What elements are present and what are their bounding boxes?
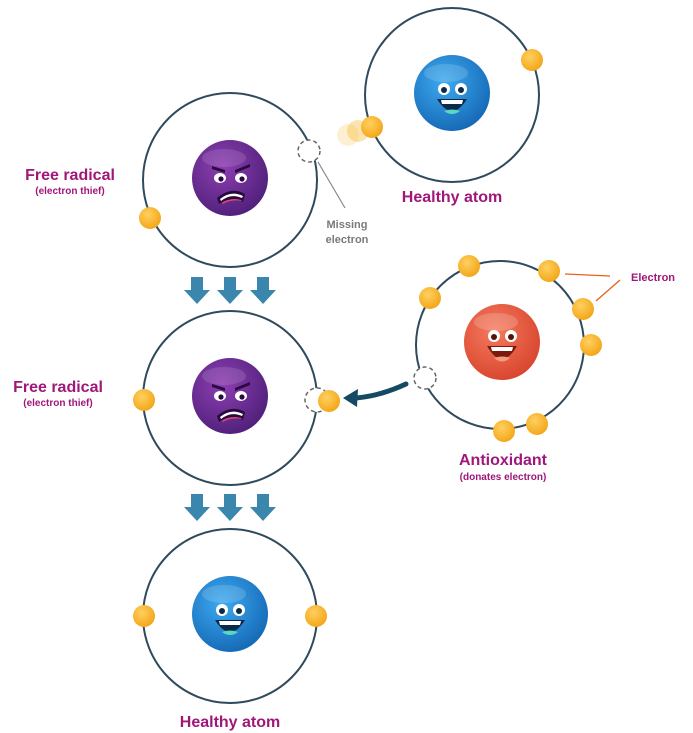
electron (133, 389, 155, 411)
healthy-atom-bottom-label: Healthy atom (180, 714, 280, 731)
free-radical-middle-subtitle: (electron thief) (23, 398, 92, 409)
electron-motion-trail (337, 124, 359, 146)
down-arrows-1 (184, 277, 276, 304)
angry-purple-atom-face-icon (192, 140, 268, 216)
electron (133, 605, 155, 627)
happy-blue-atom-face-icon (414, 55, 490, 131)
electron-label: Electron (631, 272, 675, 284)
electron (538, 260, 560, 282)
electron (419, 287, 441, 309)
angry-purple-atom-face-icon (192, 358, 268, 434)
missing-electron-label-line1: Missing (327, 219, 368, 231)
orbit-ring (364, 7, 540, 183)
antioxidant-atom: Antioxidant (donates electron) Electron (413, 255, 675, 483)
electron (526, 413, 548, 435)
missing-electron-label-line2: electron (326, 234, 369, 246)
electron (493, 420, 515, 442)
donation-arrow (343, 381, 409, 407)
down-arrow-icon (184, 494, 210, 521)
missing-electron-pointer (317, 161, 346, 209)
down-arrow-icon (184, 277, 210, 304)
happy-red-atom-face-icon (464, 304, 540, 380)
healthy-atom-top-label: Healthy atom (402, 189, 502, 206)
electron-received (318, 390, 340, 412)
electron (305, 605, 327, 627)
free-radical-middle-title: Free radical (13, 379, 103, 396)
healthy-atom-top: Healthy atom (337, 7, 543, 206)
electron (139, 207, 161, 229)
happy-blue-atom-face-icon (192, 576, 268, 652)
down-arrow-icon (217, 494, 243, 521)
electron (580, 334, 602, 356)
orbit-ring (142, 92, 318, 268)
electron (521, 49, 543, 71)
free-radical-top: Missing electron Free radical (electron … (25, 92, 369, 268)
antioxidant-subtitle: (donates electron) (460, 472, 547, 483)
missing-electron-slot (297, 139, 321, 163)
electron (458, 255, 480, 277)
electron (572, 298, 594, 320)
free-radical-middle: Free radical (electron thief) (13, 310, 340, 486)
down-arrows-2 (184, 494, 276, 521)
donated-electron-slot (413, 366, 437, 390)
electron-stolen (361, 116, 383, 138)
down-arrow-icon (217, 277, 243, 304)
down-arrow-icon (250, 494, 276, 521)
free-radical-top-title: Free radical (25, 167, 115, 184)
down-arrow-icon (250, 277, 276, 304)
free-radical-top-subtitle: (electron thief) (35, 186, 104, 197)
electron-pointer-line (564, 273, 611, 277)
electron-pointer-line (595, 279, 621, 302)
healthy-atom-bottom: Healthy atom (133, 528, 327, 731)
antioxidant-title: Antioxidant (459, 452, 548, 469)
